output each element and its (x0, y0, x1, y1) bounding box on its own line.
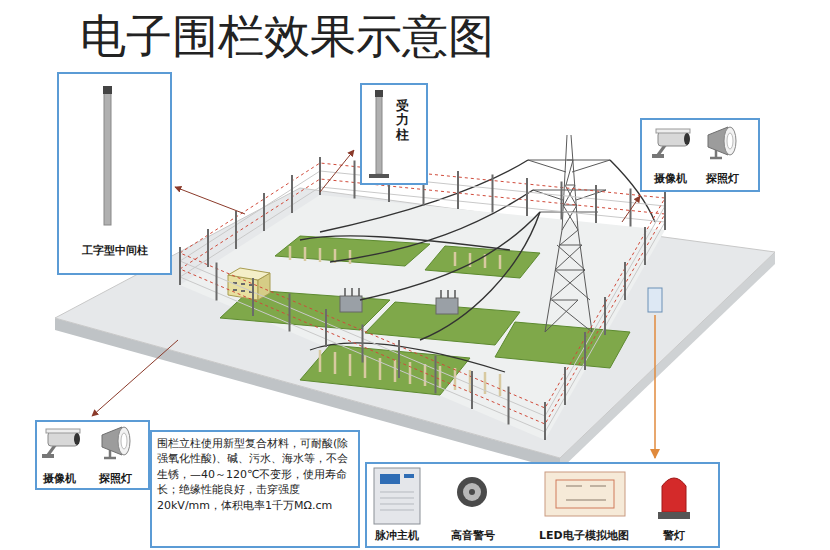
middle-post-icon (103, 86, 112, 225)
callout-label: 脉冲主机 (375, 529, 419, 543)
note-text: 围栏立柱使用新型复合材料，可耐酸(除强氧化性酸)、碱、污水、海水等，不会生锈，—… (152, 432, 358, 517)
callout-box: 脉冲主机 高音警号 LED电子模拟地图 警灯 (365, 462, 720, 548)
callout-box: 围栏立柱使用新型复合材料，可耐酸(除强氧化性酸)、碱、污水、海水等，不会生锈，—… (150, 430, 360, 548)
callout-label: 探照灯 (706, 172, 739, 186)
strain-post-icon (369, 90, 389, 178)
warning-lamp-icon (658, 478, 690, 519)
pulse-host-icon (374, 468, 420, 524)
callout-label: 工字型中间柱 (59, 244, 170, 258)
callout-label: LED电子模拟地图 (539, 529, 629, 543)
callout-box: 摄像机 探照灯 (640, 118, 760, 192)
callout-box: 摄像机 探照灯 (35, 420, 150, 490)
callout-label: 摄像机 (43, 472, 76, 486)
siren-icon (457, 477, 487, 507)
callout-label: 警灯 (663, 529, 685, 543)
camera-icons (42, 129, 690, 458)
green-plots (220, 236, 630, 395)
diagram-title: 电子围栏效果示意图 (80, 6, 494, 68)
callout-label: 受力柱 (396, 99, 409, 142)
callout-label: 探照灯 (99, 472, 132, 486)
callout-grounds (35, 72, 760, 548)
callout-box: 受力柱 (360, 83, 428, 185)
callout-label: 摄像机 (654, 172, 687, 186)
leader-lines (92, 150, 655, 458)
electric-fence (180, 157, 665, 440)
callout-box: 工字型中间柱 (57, 72, 172, 275)
led-map-icon (545, 472, 625, 516)
callout-label: 高音警号 (451, 529, 495, 543)
